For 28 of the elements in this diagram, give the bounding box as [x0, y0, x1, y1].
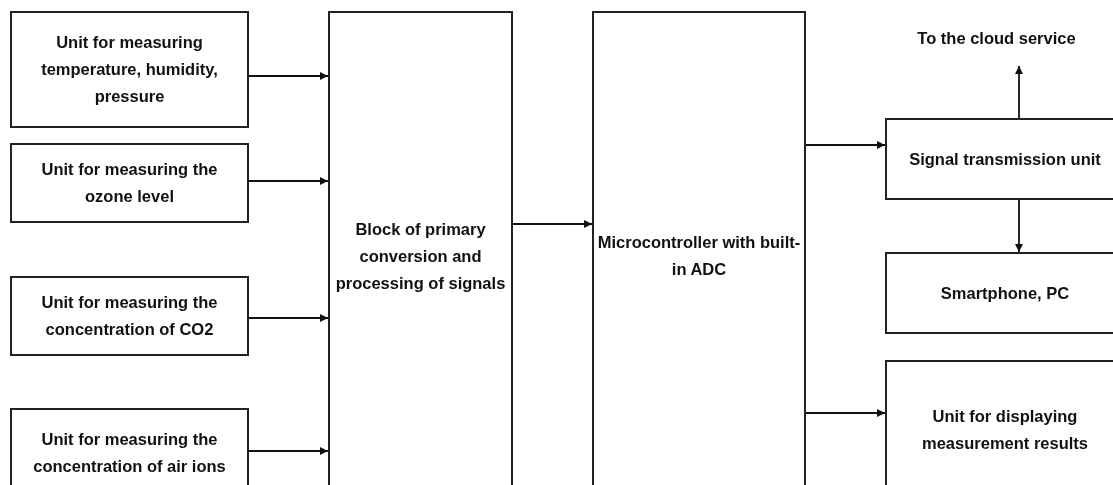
- arrow: [1015, 65, 1023, 119]
- box-label: Unit for measuring the concentration of air ions: [32, 429, 227, 477]
- process-box: [885, 118, 1113, 200]
- box-label: Unit for measuring temperature, humidity, pressure: [40, 32, 219, 107]
- box-label: Signal transmission unit: [909, 148, 1101, 170]
- arrow: [805, 409, 886, 417]
- process-box: [328, 11, 513, 485]
- box-label: Smartphone, PC: [940, 282, 1070, 304]
- arrow: [248, 72, 329, 80]
- process-box: [10, 276, 249, 356]
- box-label: Block of primary conversion and processing of signals: [334, 218, 507, 294]
- box-label: Unit for measuring the concentration of CO2: [40, 292, 219, 340]
- arrow: [248, 314, 329, 322]
- process-box: [10, 408, 249, 485]
- arrow: [248, 447, 329, 455]
- box-label: Unit for displaying measurement results: [921, 406, 1089, 454]
- box-label: Microcontroller with built-in ADC: [596, 232, 802, 280]
- process-box: [10, 11, 249, 128]
- box-label: Unit for measuring the ozone level: [40, 159, 219, 207]
- arrow: [248, 177, 329, 185]
- process-box: [885, 360, 1113, 485]
- arrow: [1015, 199, 1023, 253]
- process-box: [885, 252, 1113, 334]
- arrow: [512, 220, 593, 228]
- destination-label: To the cloud service: [917, 27, 1076, 49]
- arrow: [805, 141, 886, 149]
- process-box: [592, 11, 806, 485]
- process-box: [10, 143, 249, 223]
